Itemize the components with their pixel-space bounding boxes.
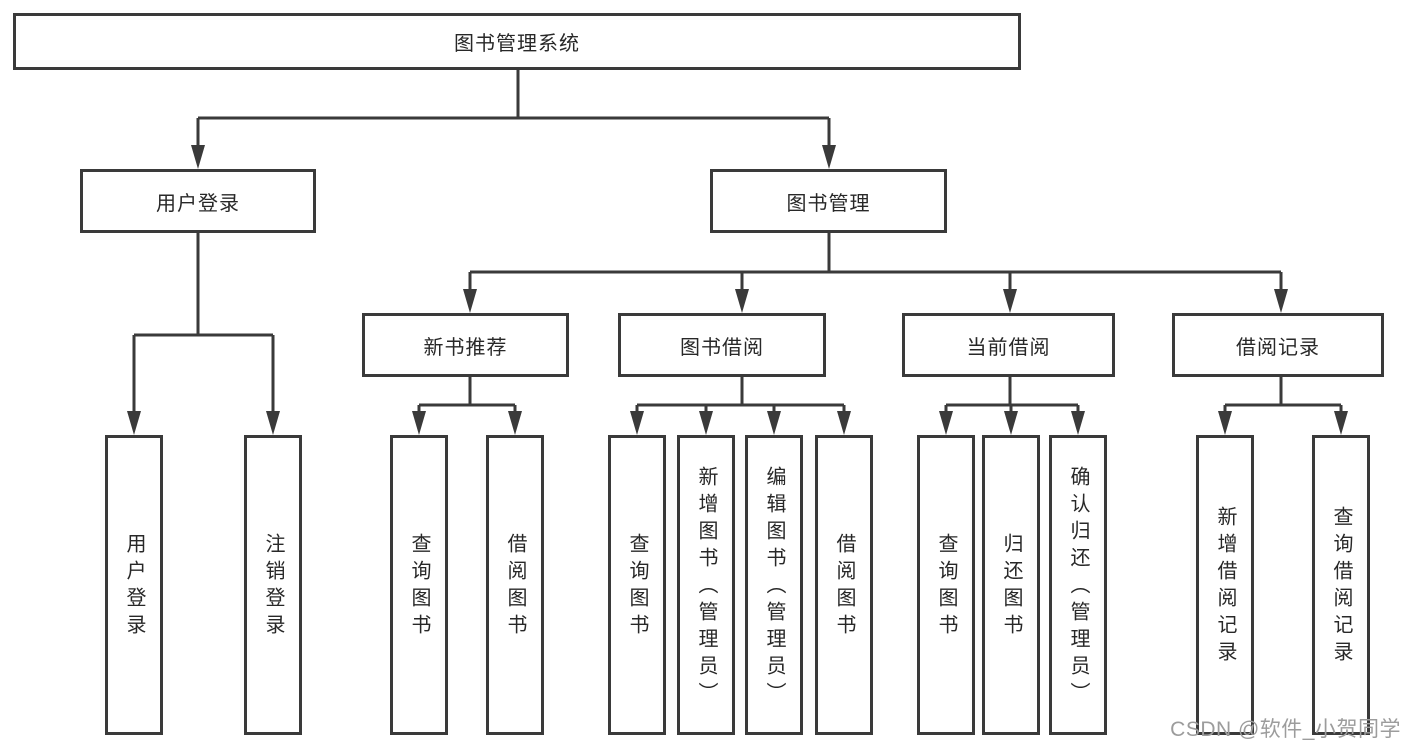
watermark: CSDN @软件_小贺同学 — [1170, 718, 1401, 741]
node-borrow-edit-books-admin: 编辑图书（管理员） — [745, 435, 803, 735]
arrowhead — [266, 411, 280, 435]
node-records-query-record: 查询借阅记录 — [1312, 435, 1370, 735]
node-borrow-records: 借阅记录 — [1172, 313, 1384, 377]
arrowhead — [1004, 411, 1018, 435]
connector-borrow-fan — [630, 377, 851, 435]
node-user-login-action: 用户登录 — [105, 435, 163, 735]
node-book-borrow: 图书借阅 — [618, 313, 826, 377]
arrowhead — [767, 411, 781, 435]
node-records-add-record: 新增借阅记录 — [1196, 435, 1254, 735]
arrowhead — [508, 411, 522, 435]
arrowhead — [699, 411, 713, 435]
arrowhead — [1274, 289, 1288, 313]
node-borrow-borrow-books: 借阅图书 — [815, 435, 873, 735]
arrowhead — [822, 145, 836, 169]
node-user-login: 用户登录 — [80, 169, 316, 233]
node-recommend-borrow-books: 借阅图书 — [486, 435, 544, 735]
arrowhead — [412, 411, 426, 435]
arrowhead — [1003, 289, 1017, 313]
node-book-management: 图书管理 — [710, 169, 947, 233]
node-current-borrow: 当前借阅 — [902, 313, 1115, 377]
node-borrow-add-books-admin: 新增图书（管理员） — [677, 435, 735, 735]
node-root: 图书管理系统 — [13, 13, 1021, 70]
node-recommend-query-books: 查询图书 — [390, 435, 448, 735]
node-current-confirm-return-admin: 确认归还（管理员） — [1049, 435, 1107, 735]
connector-current-fan — [939, 377, 1085, 435]
connector-management-to-level3 — [463, 233, 1288, 313]
node-borrow-query-books: 查询图书 — [608, 435, 666, 735]
node-new-book-recommend: 新书推荐 — [362, 313, 569, 377]
connector-recommend-fan — [412, 377, 522, 435]
arrowhead — [463, 289, 477, 313]
arrowhead — [127, 411, 141, 435]
arrowhead — [1218, 411, 1232, 435]
connector-root-to-level2 — [191, 70, 836, 169]
arrowhead — [191, 145, 205, 169]
connector-records-fan — [1218, 377, 1348, 435]
arrowhead — [939, 411, 953, 435]
node-logout-action: 注销登录 — [244, 435, 302, 735]
arrowhead — [1334, 411, 1348, 435]
connector-login-to-leaves — [127, 233, 280, 435]
node-current-query-books: 查询图书 — [917, 435, 975, 735]
arrowhead — [735, 289, 749, 313]
arrowhead — [1071, 411, 1085, 435]
arrowhead — [630, 411, 644, 435]
node-current-return-books: 归还图书 — [982, 435, 1040, 735]
arrowhead — [837, 411, 851, 435]
